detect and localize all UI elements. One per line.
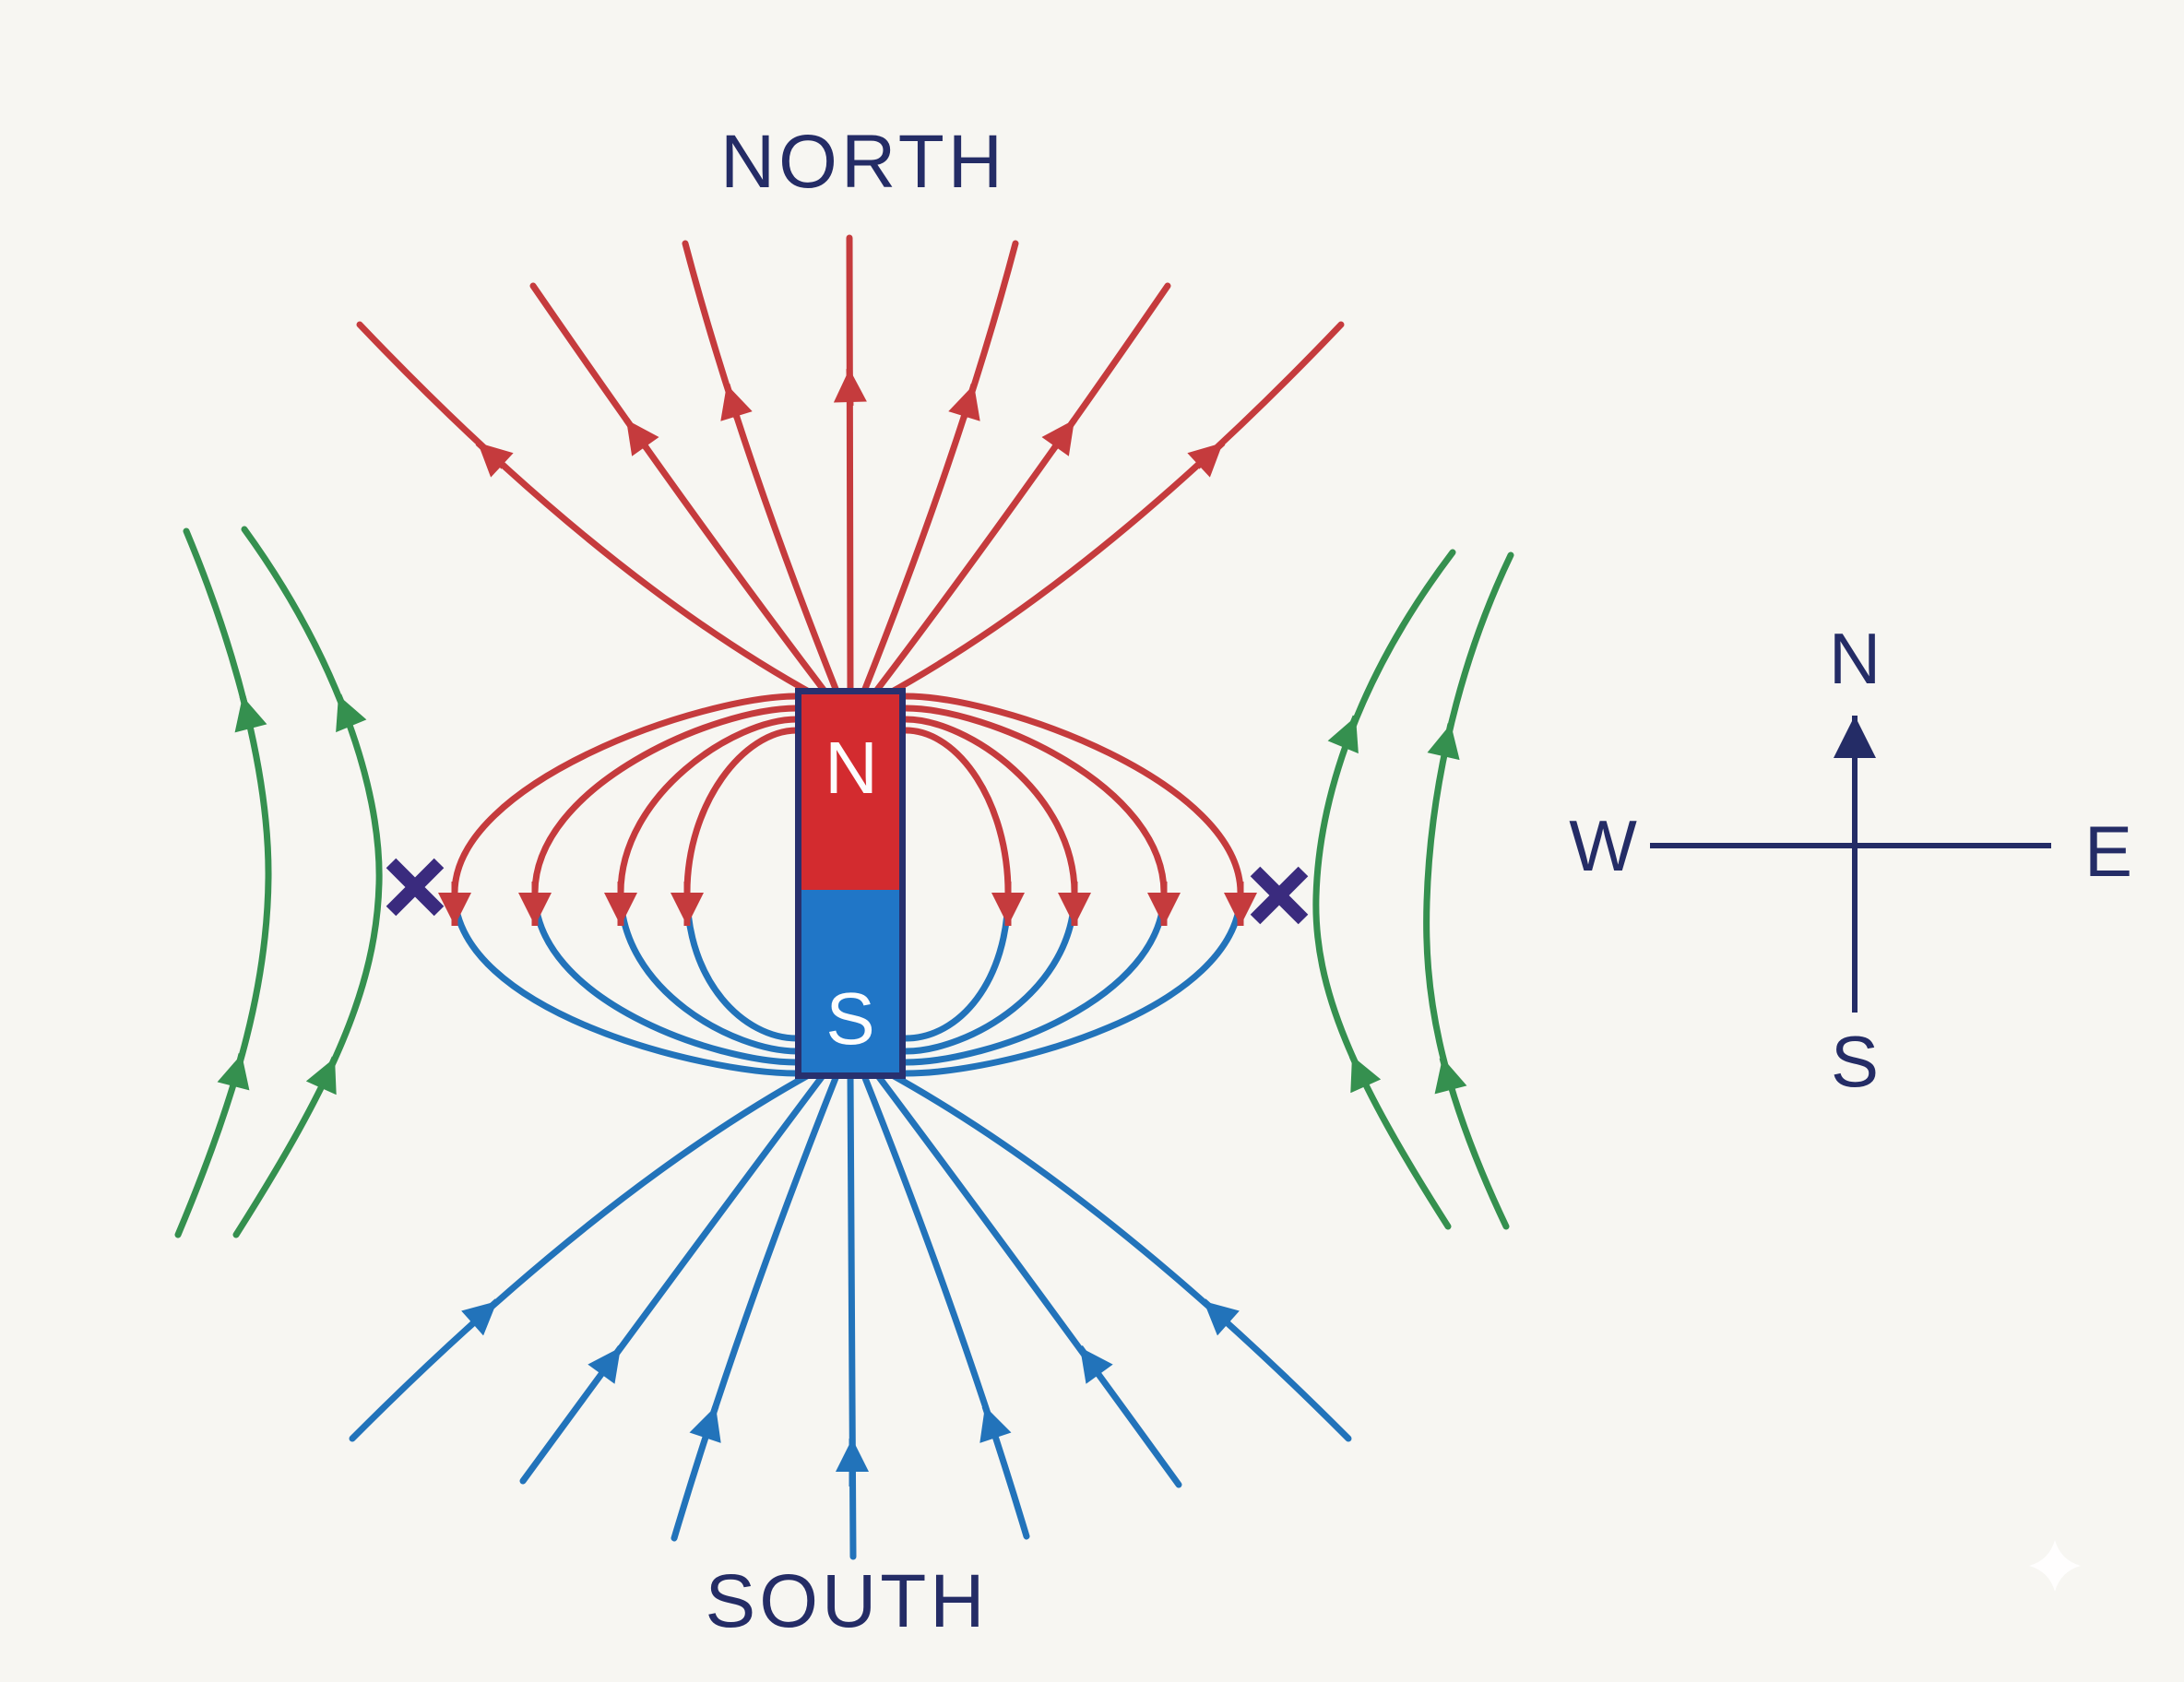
- fan-bottom-1: [349, 1070, 815, 1442]
- field-arrow-green: [1348, 1054, 1382, 1094]
- field-arrow-blue: [689, 1404, 721, 1443]
- loop-left-red-3: [531, 705, 801, 896]
- loop-right-red-3: [902, 705, 1168, 896]
- fan-top-1: [356, 321, 819, 699]
- north-label: NORTH: [720, 120, 1006, 204]
- field-arrow-red: [1187, 440, 1226, 478]
- fan-top-4: [846, 234, 854, 697]
- field-arrow-blue: [461, 1298, 500, 1336]
- fan-bottom-3: [671, 1070, 841, 1542]
- field-arrow-red: [623, 417, 659, 456]
- loop-left-blue-4: [451, 889, 801, 1077]
- fan-top-3: [682, 240, 841, 697]
- earth-line-left-inner: [232, 526, 383, 1238]
- field-arrow-blue: [1201, 1298, 1240, 1336]
- loop-left-blue-3: [531, 889, 801, 1066]
- compass-n-label: N: [1829, 618, 1881, 699]
- loop-right-red-2: [902, 716, 1078, 896]
- loop-right-blue-1: [902, 889, 1012, 1042]
- fan-top-6: [871, 282, 1171, 697]
- magnet-south-half: [801, 890, 899, 1072]
- fan-top-7: [882, 321, 1345, 699]
- fan-bottom-7: [885, 1070, 1352, 1442]
- magnet-north-half: [801, 694, 899, 890]
- magnet-n-label: N: [825, 727, 878, 809]
- compass-s-label: S: [1831, 1021, 1879, 1102]
- earth-line-left-outer: [174, 527, 272, 1238]
- neutral-point-x-right: [1250, 866, 1309, 925]
- field-arrows-layer: [217, 368, 1876, 1487]
- loop-left-red-4: [451, 693, 801, 896]
- field-arrow-green: [1427, 723, 1460, 761]
- fan-bottom-6: [872, 1070, 1182, 1488]
- earth-line-right-inner: [1312, 549, 1456, 1230]
- field-arrow-green: [1434, 1057, 1467, 1095]
- field-arrow-red: [948, 383, 980, 421]
- loop-left-blue-1: [683, 889, 801, 1042]
- neutral-point-x-left: [386, 858, 445, 917]
- field-arrow-green: [305, 1056, 338, 1096]
- field-arrow-blue: [588, 1344, 623, 1384]
- field-arrow-blue: [1077, 1344, 1113, 1384]
- compass-e-label: E: [2084, 811, 2132, 892]
- fan-top-5: [860, 240, 1019, 697]
- labels-layer: NORTH SOUTH N S N E S W: [706, 120, 2133, 1643]
- fan-bottom-2: [519, 1070, 828, 1485]
- earth-line-right-outer: [1423, 551, 1514, 1230]
- field-arrow-red: [833, 368, 867, 407]
- magnet-s-label: S: [825, 977, 874, 1060]
- field-arrow-red: [475, 440, 514, 478]
- compass-w-label: W: [1569, 805, 1637, 886]
- neutral-point-marks: [386, 858, 2081, 1592]
- sparkle-mark: [2029, 1540, 2081, 1592]
- field-lines-layer: [174, 234, 2051, 1560]
- fan-top-2: [529, 282, 830, 697]
- field-arrow-green: [1327, 715, 1359, 754]
- loop-left-blue-2: [617, 889, 801, 1055]
- south-label: SOUTH: [706, 1559, 989, 1643]
- loop-left-red-2: [617, 716, 801, 896]
- loop-right-red-1: [902, 727, 1012, 896]
- loop-right-blue-2: [902, 889, 1078, 1055]
- field-arrow-blue: [979, 1404, 1012, 1443]
- fan-bottom-5: [860, 1070, 1030, 1540]
- field-arrow-green: [217, 1053, 250, 1091]
- field-arrow-red: [1041, 417, 1077, 456]
- field-arrow-green: [335, 693, 367, 733]
- loop-right-blue-3: [902, 889, 1168, 1066]
- field-arrow-red: [720, 383, 753, 421]
- loop-right-red-4: [902, 693, 1244, 896]
- loop-right-blue-4: [902, 889, 1244, 1077]
- loop-left-red-1: [683, 727, 801, 896]
- field-arrow-green: [234, 695, 267, 733]
- bar-magnet: [795, 688, 906, 1079]
